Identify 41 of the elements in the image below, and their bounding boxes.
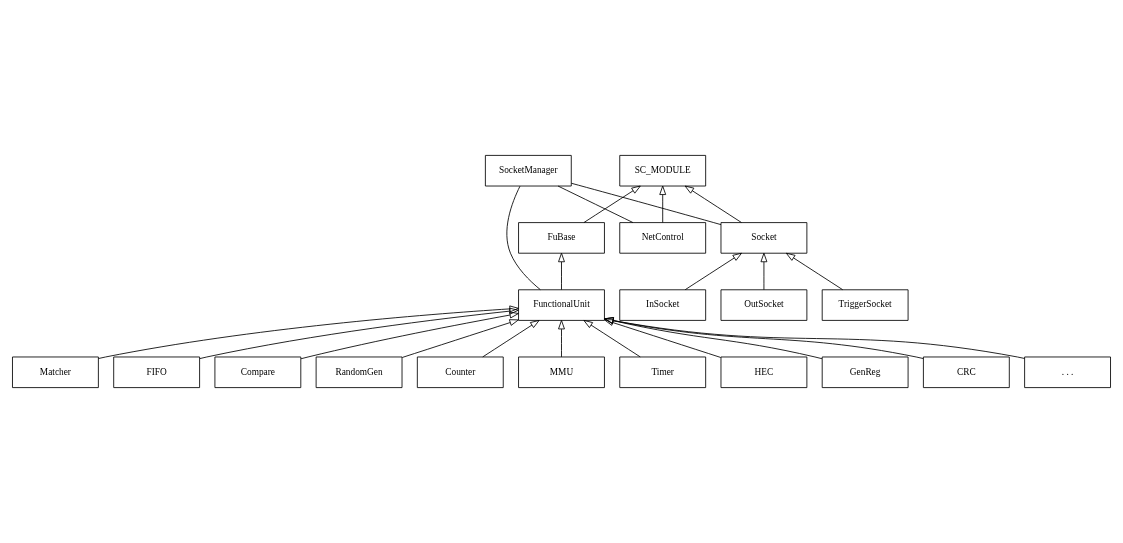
arrow bbox=[583, 320, 641, 358]
arrow bbox=[98, 305, 519, 359]
node-box: GenReg bbox=[821, 356, 909, 389]
connector bbox=[506, 185, 541, 291]
node-box: InSocket bbox=[619, 289, 707, 321]
node-box: SC_MODULE bbox=[619, 154, 707, 187]
node-box: SocketManager bbox=[484, 154, 572, 187]
arrow bbox=[401, 319, 519, 358]
arrow bbox=[604, 319, 722, 358]
node-box: MMU bbox=[518, 356, 605, 389]
arrow bbox=[300, 311, 519, 360]
connector bbox=[571, 182, 722, 226]
node-box: Compare bbox=[214, 356, 302, 389]
node-box: FunctionalUnit bbox=[518, 289, 605, 321]
arrow bbox=[760, 252, 768, 291]
node-box: . . . bbox=[1024, 356, 1111, 389]
arrow bbox=[659, 185, 667, 223]
node-box: TriggerSocket bbox=[821, 289, 909, 321]
node-box: Counter bbox=[416, 356, 504, 389]
arrow bbox=[684, 185, 742, 223]
arrow bbox=[604, 317, 1025, 359]
node-box: FIFO bbox=[113, 356, 201, 389]
arrow bbox=[558, 252, 565, 291]
node-box: HEC bbox=[720, 356, 808, 389]
node-box: Matcher bbox=[12, 356, 99, 389]
arrow bbox=[684, 252, 742, 291]
arrow bbox=[604, 317, 823, 360]
arrow bbox=[482, 320, 540, 358]
node-box: NetControl bbox=[619, 222, 707, 254]
node-box: Socket bbox=[720, 222, 808, 254]
node-box: CRC bbox=[922, 356, 1010, 389]
arrow bbox=[199, 307, 519, 359]
node-box: Timer bbox=[619, 356, 707, 389]
arrow bbox=[558, 320, 565, 358]
connector bbox=[557, 185, 634, 223]
node-box: RandomGen bbox=[315, 356, 403, 389]
arrow bbox=[583, 185, 641, 223]
arrow bbox=[785, 252, 844, 291]
node-box: FuBase bbox=[518, 222, 605, 254]
node-box: OutSocket bbox=[720, 289, 808, 321]
arrow bbox=[604, 317, 924, 359]
